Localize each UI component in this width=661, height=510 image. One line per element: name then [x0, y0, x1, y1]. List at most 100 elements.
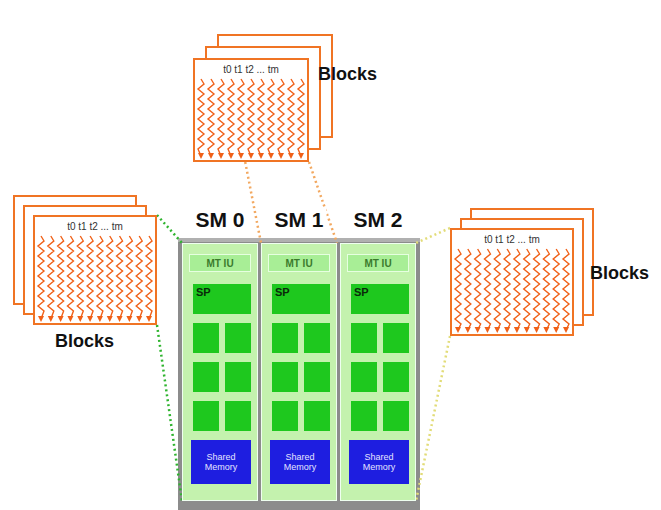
thread-arrowhead — [455, 327, 461, 333]
thread-wave — [504, 249, 510, 330]
thread-arrowhead — [48, 316, 54, 322]
memory-label: Shared Memory — [349, 450, 409, 475]
dotted-line — [416, 228, 450, 243]
thread-wave — [107, 236, 113, 319]
block-stack: t0 t1 t2 ... tmBlocks — [33, 215, 157, 325]
thread-wave — [553, 249, 559, 330]
thread-wave — [126, 236, 132, 319]
sp-square — [383, 323, 409, 353]
thread-arrowhead — [298, 153, 304, 159]
thread-arrowhead — [87, 316, 93, 322]
sp-square — [272, 323, 298, 353]
thread-arrowhead — [248, 153, 254, 159]
thread-arrowhead — [543, 327, 549, 333]
thread-arrowhead — [504, 327, 510, 333]
unit-label: MT IU — [364, 258, 391, 269]
thread-arrowhead — [278, 153, 284, 159]
thread-wave — [494, 249, 500, 330]
thread-ids: t0 t1 t2 ... tm — [35, 217, 155, 232]
sm-column: SM 2MT IUSPShared Memory — [340, 243, 416, 501]
thread-arrowhead — [198, 153, 204, 159]
thread-arrowhead — [218, 153, 224, 159]
sp-square — [383, 284, 409, 314]
thread-wave — [475, 249, 481, 330]
thread-arrowhead — [136, 316, 142, 322]
sp-square — [304, 323, 330, 353]
front-block-card: t0 t1 t2 ... tm — [450, 228, 574, 336]
sp-square — [193, 323, 219, 353]
blocks-label: Blocks — [590, 263, 649, 284]
thread-arrowhead — [288, 153, 294, 159]
thread-wave — [465, 249, 471, 330]
thread-wave — [248, 79, 254, 156]
thread-arrowhead — [77, 316, 83, 322]
dotted-line — [416, 336, 450, 501]
sm-label: SM 0 — [192, 208, 247, 232]
thread-wave — [534, 249, 540, 330]
thread-wave — [228, 79, 234, 156]
shared-memory-box: Shared Memory — [270, 440, 330, 484]
thread-wave — [268, 79, 274, 156]
thread-strokes — [35, 217, 155, 323]
thread-arrowhead — [146, 316, 152, 322]
thread-arrowhead — [67, 316, 73, 322]
thread-strokes — [195, 60, 307, 160]
thread-wave — [48, 236, 54, 319]
thread-arrowhead — [534, 327, 540, 333]
sp-square — [272, 401, 298, 431]
shared-memory-box: Shared Memory — [191, 440, 251, 484]
thread-wave — [218, 79, 224, 156]
thread-arrowhead — [514, 327, 520, 333]
sp-square — [304, 401, 330, 431]
block-stack: t0 t1 t2 ... tmBlocks — [450, 228, 574, 336]
front-block-card: t0 t1 t2 ... tm — [33, 215, 157, 325]
thread-wave — [455, 249, 461, 330]
sp-square — [351, 323, 377, 353]
sp-square — [304, 362, 330, 392]
dotted-line — [157, 325, 182, 501]
thread-wave — [117, 236, 123, 319]
dotted-line — [157, 215, 182, 243]
mt-iu-bar: MT IU — [347, 254, 409, 272]
thread-wave — [258, 79, 264, 156]
unit-label: MT IU — [206, 258, 233, 269]
dotted-connector — [245, 162, 337, 243]
thread-arrowhead — [475, 327, 481, 333]
sp-core: SP — [351, 284, 383, 314]
thread-wave — [38, 236, 44, 319]
thread-arrowhead — [107, 316, 113, 322]
thread-wave — [298, 79, 304, 156]
thread-ids: t0 t1 t2 ... tm — [452, 230, 572, 245]
thread-wave — [77, 236, 83, 319]
sm-column: SM 1MT IUSPShared Memory — [261, 243, 337, 501]
thread-ids: t0 t1 t2 ... tm — [195, 60, 307, 75]
thread-arrowhead — [524, 327, 530, 333]
thread-arrowhead — [117, 316, 123, 322]
blocks-label: Blocks — [55, 331, 114, 352]
thread-wave — [67, 236, 73, 319]
blocks-label: Blocks — [318, 64, 377, 85]
thread-wave — [87, 236, 93, 319]
thread-wave — [208, 79, 214, 156]
memory-label: Shared Memory — [191, 450, 251, 475]
thread-arrowhead — [465, 327, 471, 333]
thread-wave — [198, 79, 204, 156]
sm-label: SM 2 — [350, 208, 405, 232]
sp-square — [383, 362, 409, 392]
thread-wave — [484, 249, 490, 330]
sp-square — [193, 401, 219, 431]
thread-wave — [514, 249, 520, 330]
thread-arrowhead — [228, 153, 234, 159]
core-label: SP — [351, 284, 383, 298]
dotted-connector — [157, 215, 182, 501]
thread-wave — [278, 79, 284, 156]
unit-label: MT IU — [285, 258, 312, 269]
core-label: SP — [193, 284, 225, 298]
mt-iu-bar: MT IU — [189, 254, 251, 272]
dotted-connector — [416, 228, 450, 501]
thread-arrowhead — [208, 153, 214, 159]
block-stack: t0 t1 t2 ... tmBlocks — [193, 58, 309, 162]
sm-label: SM 1 — [271, 208, 326, 232]
thread-wave — [543, 249, 549, 330]
sp-core: SP — [193, 284, 225, 314]
